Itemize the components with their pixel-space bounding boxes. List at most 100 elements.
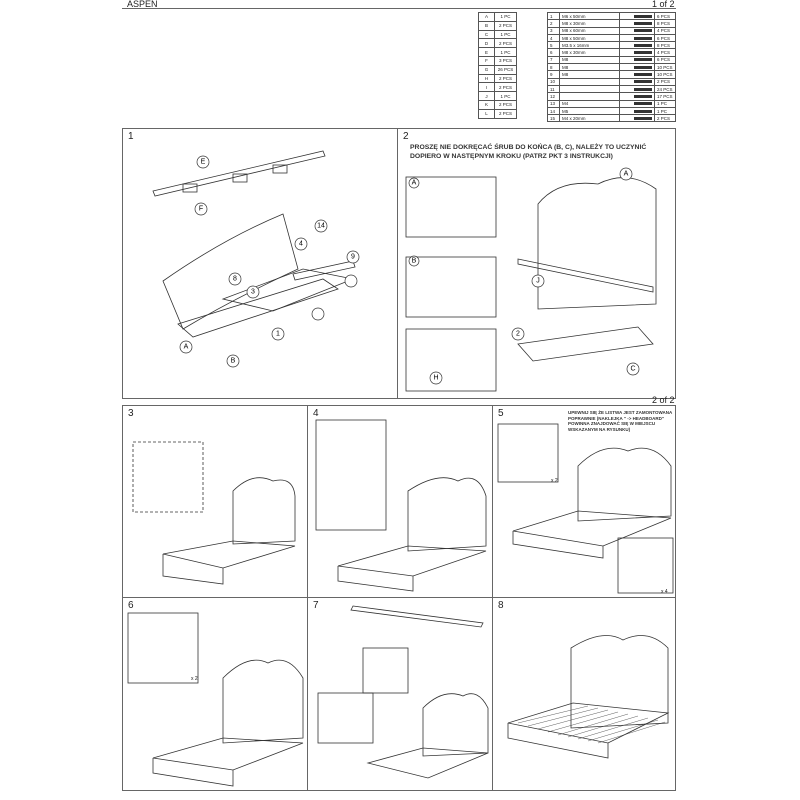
part-qty: 2 PCS xyxy=(494,73,517,84)
hardware-icon xyxy=(619,11,655,21)
part-qty: 10 PCS xyxy=(654,63,676,72)
part-qty: 2 PCS xyxy=(494,82,517,93)
part-letter: F xyxy=(478,55,495,66)
callout-1: 1 xyxy=(276,331,280,338)
step-1-illustration: E F A B 14 4 3 9 8 1 xyxy=(152,150,360,368)
part-qty: 2 PCS xyxy=(494,38,517,49)
part-number: 9 xyxy=(547,70,560,79)
part-letter: I xyxy=(478,82,495,93)
part-size xyxy=(559,77,620,86)
page-number-1: 1 of 2 xyxy=(652,0,675,9)
quantity-label: x 4 xyxy=(661,589,668,595)
part-size: M8 xyxy=(559,70,620,79)
document-title: ASPEN xyxy=(127,0,158,9)
part-number: 7 xyxy=(547,55,560,65)
bed-illustration xyxy=(317,605,489,779)
part-qty: 1 PC xyxy=(654,106,676,116)
part-size: M4 xyxy=(559,99,620,108)
part-qty: 6 PCS xyxy=(654,11,676,21)
step-6-panel: 6 x 2 xyxy=(122,597,308,791)
part-size: M8 xyxy=(559,63,620,72)
part-letter: A xyxy=(478,12,495,22)
callout-B: B xyxy=(231,358,236,365)
callout-H: H xyxy=(433,375,438,382)
part-number: 10 xyxy=(547,77,560,86)
callout-A-detail: A xyxy=(412,180,417,187)
part-qty: 4 PCS xyxy=(654,48,676,57)
part-number: 15 xyxy=(547,114,560,123)
part-letter: C xyxy=(478,29,495,40)
step-2-note: PROSZĘ NIE DOKRĘCAĆ ŚRUB DO KOŃCA (B, C)… xyxy=(410,144,647,160)
callout-F: F xyxy=(199,206,203,213)
part-number: 3 xyxy=(547,26,560,35)
quantity-label: x 2 xyxy=(551,478,558,484)
bed-illustration xyxy=(315,419,487,592)
callout-4: 4 xyxy=(299,241,303,248)
header-rule xyxy=(122,8,676,9)
part-size: M8 x 30mm xyxy=(559,48,620,57)
part-qty: 2 PCS xyxy=(494,20,517,31)
step-3-panel: 3 xyxy=(122,405,308,598)
part-qty: 8 PCS xyxy=(654,19,676,28)
part-size: M5 xyxy=(559,106,620,116)
callout-B: B xyxy=(412,258,417,265)
callout-9: 9 xyxy=(351,254,355,261)
hardware-icon xyxy=(619,84,655,94)
parts-hardware-row: 11 24 PCS xyxy=(547,84,676,94)
part-letter: B xyxy=(478,20,495,31)
part-letter: H xyxy=(478,73,495,84)
part-qty: 1 PC xyxy=(494,29,517,40)
hardware-icon xyxy=(619,26,655,35)
part-number: 6 xyxy=(547,48,560,57)
part-size xyxy=(559,84,620,94)
hardware-icon xyxy=(619,92,655,101)
part-qty: 2 PCS xyxy=(494,108,517,119)
part-letter: J xyxy=(478,91,495,101)
part-qty: 24 PCS xyxy=(654,84,676,94)
hardware-icon xyxy=(619,19,655,28)
part-size: M8 x 30mm xyxy=(559,19,620,28)
part-number: 11 xyxy=(547,84,560,94)
part-qty: 10 PCS xyxy=(654,70,676,79)
bed-illustration xyxy=(497,423,674,594)
part-qty: 1 PC xyxy=(654,99,676,108)
part-qty: 6 PCS xyxy=(654,33,676,43)
part-letter: L xyxy=(478,108,495,119)
callout-8: 8 xyxy=(233,276,237,283)
part-letter: G xyxy=(478,64,495,75)
step-number: 5 xyxy=(498,408,504,419)
part-number: 1 xyxy=(547,11,560,21)
callout-14: 14 xyxy=(317,223,325,230)
step-4-panel: 4 xyxy=(307,405,493,598)
hardware-icon xyxy=(619,106,655,116)
part-size: M4 x 20mm xyxy=(559,114,620,123)
page-number-2: 2 of 2 xyxy=(652,395,675,405)
hardware-icon xyxy=(619,77,655,86)
callout-E: E xyxy=(201,159,206,166)
step-8-panel: 8 xyxy=(492,597,676,791)
part-size xyxy=(559,92,620,101)
part-letter: D xyxy=(478,38,495,49)
callout-J: J xyxy=(536,278,540,285)
part-qty: 17 PCS xyxy=(654,92,676,101)
